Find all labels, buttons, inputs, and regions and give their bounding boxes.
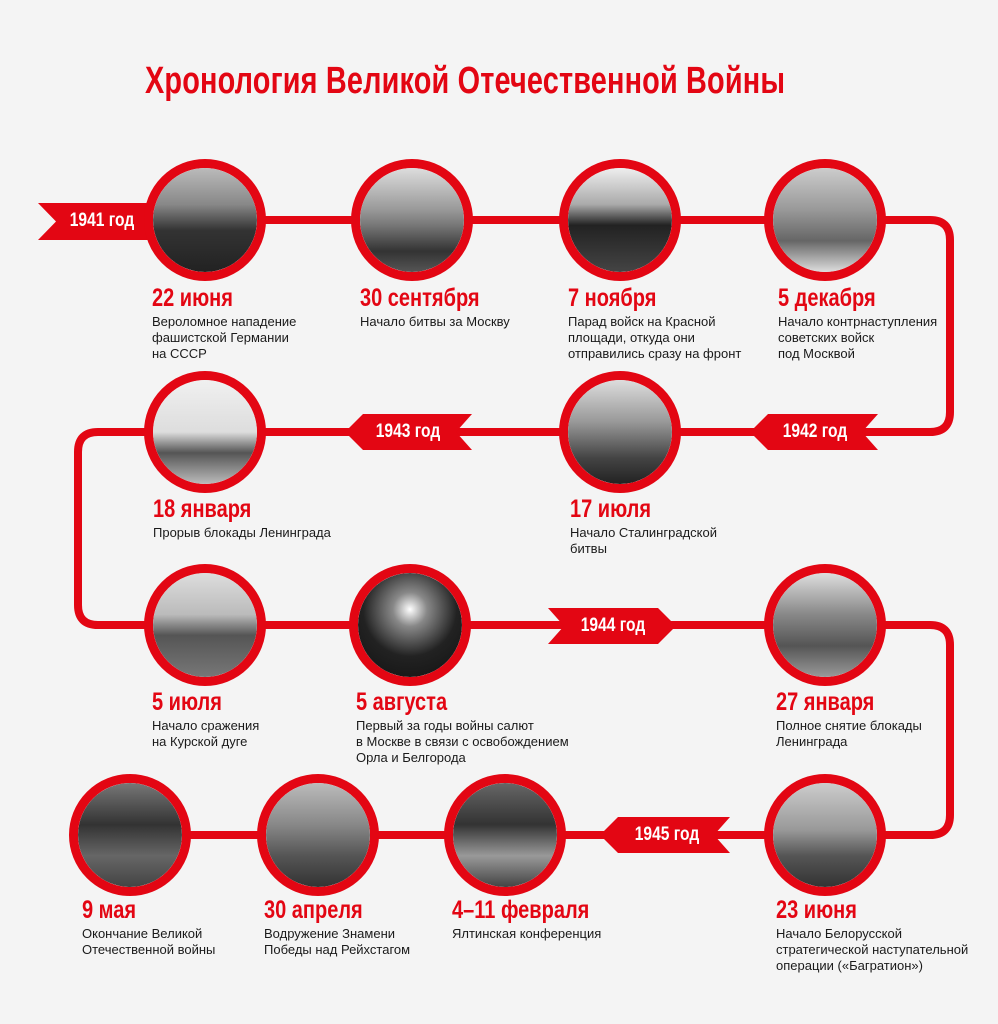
event-photo [351, 159, 473, 281]
event-description: Начало битвы за Москву [360, 314, 510, 329]
photo-image [773, 573, 877, 677]
year-label-1944: 1944 год [580, 615, 646, 636]
year-label-1941: 1941 год [69, 210, 135, 231]
event-description: Прорыв блокады Ленинграда [153, 525, 331, 540]
event-photo [257, 774, 379, 896]
page-title: Хронология Великой Отечественной Войны [145, 60, 786, 102]
photo-image [153, 168, 257, 272]
event-photo [144, 159, 266, 281]
event-photo [559, 159, 681, 281]
ribbon-1941 [38, 203, 160, 240]
event-description: Полное снятие блокады Ленинграда [776, 718, 922, 749]
event-description: Водружение Знамени Победы над Рейхстагом [264, 926, 411, 957]
event-photo [144, 371, 266, 493]
event-photo [144, 564, 266, 686]
photo-image [773, 168, 877, 272]
event-description: Ялтинская конференция [452, 926, 602, 941]
event-description: Вероломное нападение фашистской Германии… [152, 314, 297, 361]
event-description: Первый за годы войны салют в Москве в св… [356, 718, 569, 765]
photo-image [773, 783, 877, 887]
year-label-1945: 1945 год [634, 824, 700, 845]
event-date: 30 сентября [360, 284, 480, 312]
event-date: 27 января [776, 688, 875, 716]
event-date: 4–11 февраля [452, 896, 590, 924]
year-label-1942: 1942 год [782, 421, 848, 442]
event-date: 22 июня [152, 284, 233, 312]
photo-image [453, 783, 557, 887]
ribbon-1942 [750, 414, 878, 450]
event-description: Парад войск на Красной площади, откуда о… [568, 314, 742, 361]
photo-image [266, 783, 370, 887]
event-date: 5 августа [356, 688, 448, 716]
ribbon-1945 [600, 817, 730, 853]
event-date: 23 июня [776, 896, 857, 924]
event-photo [764, 564, 886, 686]
event-photo [349, 564, 471, 686]
event-photo [559, 371, 681, 493]
ribbon-1943 [345, 414, 472, 450]
photo-image [153, 380, 257, 484]
event-photo [444, 774, 566, 896]
event-date: 18 января [153, 495, 252, 523]
event-description: Окончание Великой Отечественной войны [82, 926, 216, 957]
photo-image [568, 380, 672, 484]
event-date: 9 мая [82, 896, 137, 924]
event-photo [69, 774, 191, 896]
photo-image [568, 168, 672, 272]
year-label-1943: 1943 год [375, 421, 441, 442]
photo-image [78, 783, 182, 887]
event-date: 17 июля [570, 495, 652, 523]
ribbon-1944 [548, 608, 676, 644]
event-date: 30 апреля [264, 896, 363, 924]
event-photo [764, 159, 886, 281]
event-date: 5 июля [152, 688, 222, 716]
event-description: Начало Белорусской стратегической наступ… [776, 926, 969, 973]
photo-image [153, 573, 257, 677]
event-date: 5 декабря [778, 284, 876, 312]
photo-image [360, 168, 464, 272]
event-photo [764, 774, 886, 896]
event-date: 7 ноября [568, 284, 657, 312]
event-description: Начало Сталинградской битвы [570, 525, 717, 556]
event-description: Начало контрнаступления советских войск … [778, 314, 938, 361]
photo-image [358, 573, 462, 677]
event-description: Начало сражения на Курской дуге [152, 718, 260, 749]
